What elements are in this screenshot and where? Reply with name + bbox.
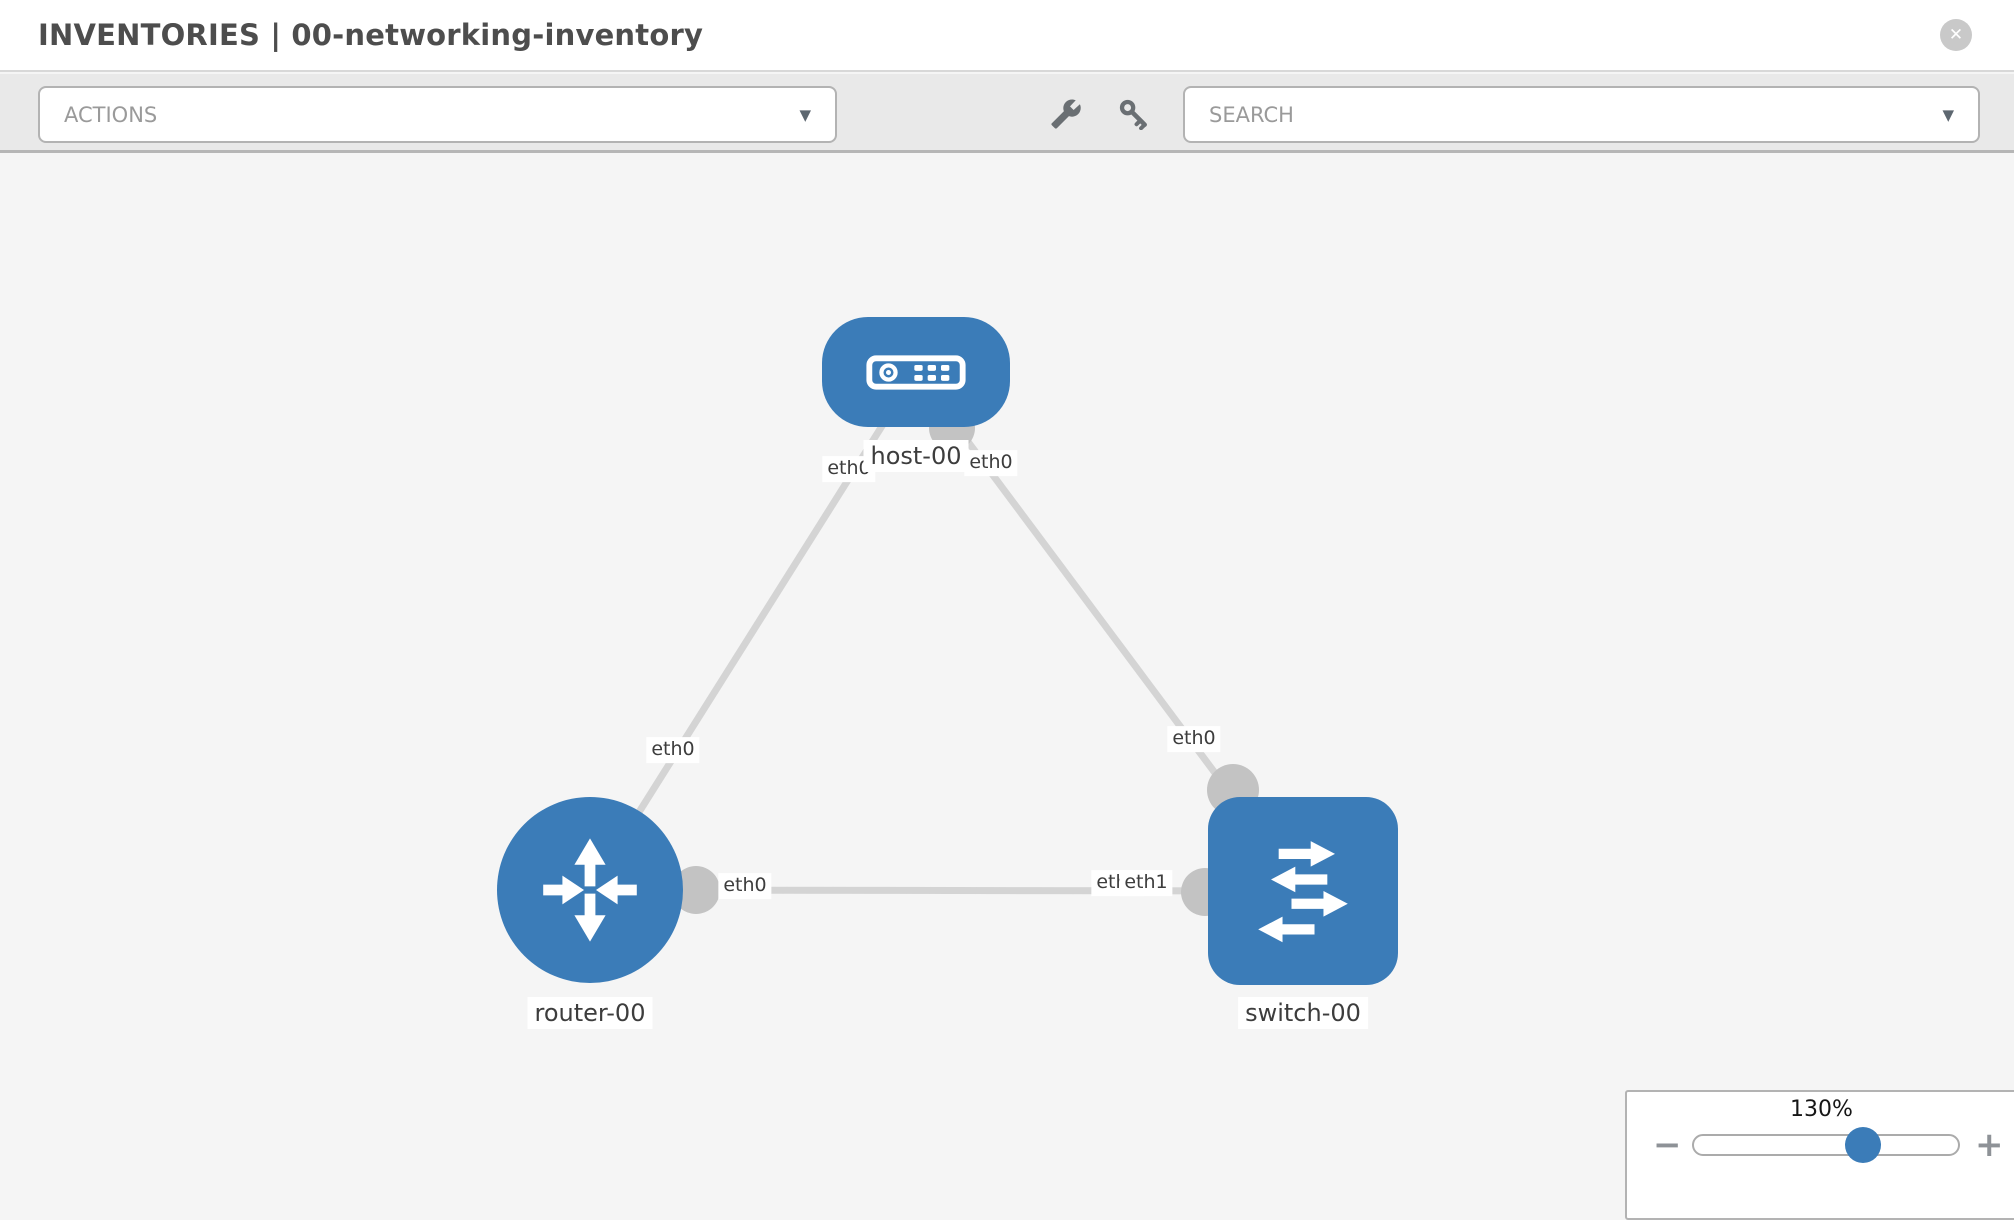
interface-label: eth0	[718, 873, 772, 899]
host-icon	[866, 354, 966, 390]
node-router-00[interactable]	[497, 797, 683, 983]
chevron-down-icon: ▼	[799, 105, 811, 124]
page-title: INVENTORIES | 00-networking-inventory	[38, 18, 704, 52]
zoom-slider-handle[interactable]	[1844, 1127, 1881, 1163]
interface-dot	[672, 866, 720, 914]
chevron-down-icon: ▼	[1942, 105, 1954, 124]
interface-label: eth0	[646, 737, 700, 763]
interface-label: eth0	[1167, 726, 1221, 752]
wrench-icon[interactable]	[1044, 74, 1088, 153]
toolbar: ACTIONS ▼ SEARCH ▼	[0, 74, 2014, 153]
zoom-panel: 130% − +	[1625, 1090, 2014, 1220]
zoom-slider-track[interactable]	[1692, 1127, 1960, 1163]
zoom-out-button[interactable]: −	[1653, 1125, 1682, 1165]
node-label: switch-00	[1238, 997, 1368, 1029]
node-label: host-00	[863, 440, 969, 472]
interface-label: eth1	[1119, 870, 1173, 896]
window-header: INVENTORIES | 00-networking-inventory ✕	[0, 0, 2014, 72]
close-icon: ✕	[1948, 25, 1964, 45]
switch-icon	[1258, 841, 1348, 943]
zoom-in-button[interactable]: +	[1975, 1125, 2004, 1165]
node-host-00[interactable]	[822, 317, 1010, 427]
close-button[interactable]: ✕	[1940, 19, 1972, 51]
zoom-level: 130%	[1790, 1097, 1853, 1122]
node-switch-00[interactable]	[1208, 797, 1398, 985]
router-icon	[543, 838, 637, 942]
actions-dropdown[interactable]: ACTIONS ▼	[38, 86, 837, 143]
node-label: router-00	[527, 997, 653, 1029]
search-dropdown-label: SEARCH	[1209, 102, 1294, 127]
actions-dropdown-label: ACTIONS	[64, 102, 158, 127]
search-dropdown[interactable]: SEARCH ▼	[1183, 86, 1980, 143]
key-icon[interactable]	[1112, 74, 1156, 153]
interface-label: eth0	[964, 450, 1018, 476]
